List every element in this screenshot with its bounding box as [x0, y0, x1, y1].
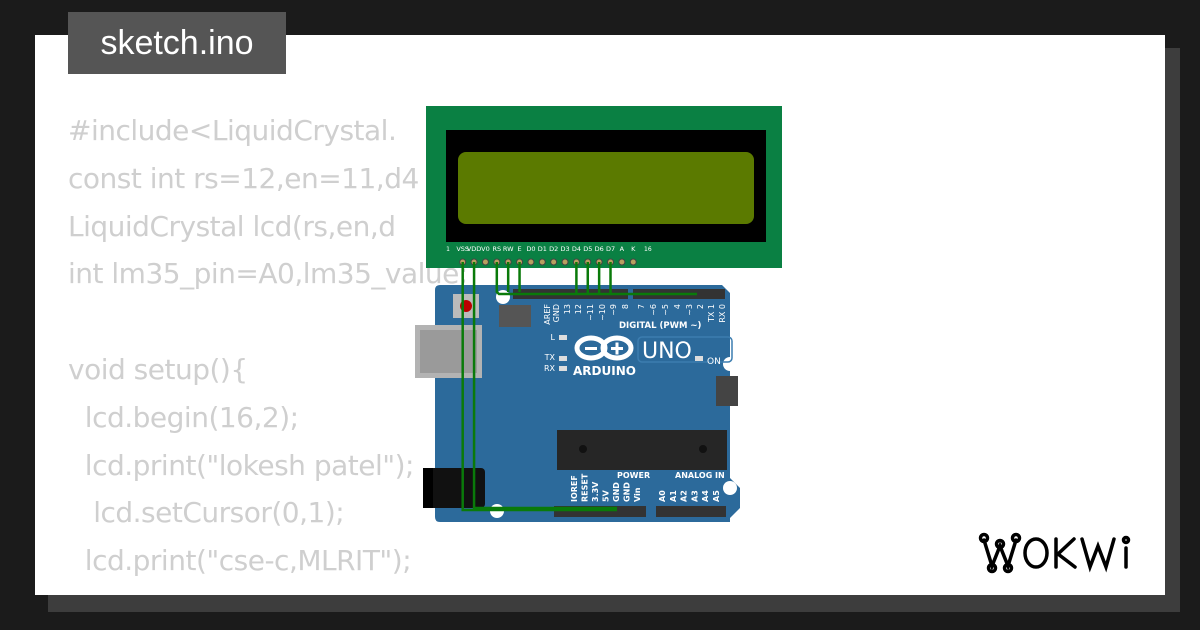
- sketch-filename: sketch.ino: [68, 12, 286, 74]
- analog-pin-label: A5: [712, 490, 721, 502]
- digital-pin-label: 13: [563, 304, 572, 314]
- wire[interactable]: [472, 262, 617, 510]
- code-preview: #include<LiquidCrystal. const int rs=12,e…: [68, 107, 468, 595]
- analog-pin-label: A0: [658, 490, 667, 502]
- code-line: lcd.print("lokesh patel");: [68, 448, 415, 482]
- digital-pin-label: 2: [696, 304, 705, 309]
- lcd-pin[interactable]: [527, 258, 535, 266]
- digital-pin-label: ~3: [685, 304, 694, 316]
- digital-pin-label: ~9: [609, 304, 618, 316]
- lcd-pin-label: VSS: [456, 245, 469, 253]
- code-line: int lm35_pin=A0,lm35_value;: [68, 257, 468, 291]
- digital-pin-label: 4: [673, 304, 682, 309]
- right-header: [716, 376, 738, 406]
- wokwi-logo: [978, 532, 1131, 574]
- icsp-header: [499, 305, 531, 327]
- lcd-pin[interactable]: [538, 258, 546, 266]
- digital-pin-label: AREF: [543, 304, 552, 325]
- digital-title: DIGITAL (PWM ~): [619, 321, 701, 331]
- code-line: lcd.setCursor(0,1);: [68, 496, 345, 530]
- power-jack: [423, 468, 485, 508]
- lcd-pin-label: V0: [481, 245, 490, 253]
- lcd-pin-label: D0: [526, 245, 535, 253]
- digital-pin-label: ~11: [586, 304, 595, 321]
- digital-pin-label: TX 1: [707, 304, 716, 323]
- lcd-pin-last: 16: [644, 246, 652, 253]
- lcd-pin-label: D7: [606, 245, 615, 253]
- lcd-pin-label: D1: [538, 245, 547, 253]
- digital-pin-label: 8: [621, 304, 630, 309]
- lcd-pin-label: RS: [492, 245, 501, 253]
- digital-pin-label: ~6: [649, 304, 658, 316]
- on-label: ON: [707, 357, 721, 367]
- analog-pin-label: A1: [669, 490, 678, 502]
- lcd-pin-label: E: [517, 245, 521, 253]
- lcd-pin-label: D3: [560, 245, 569, 253]
- code-line: lcd.begin(16,2);: [68, 400, 299, 434]
- lcd-pin[interactable]: [629, 258, 637, 266]
- analog-header: [656, 506, 726, 517]
- led-label: RX: [544, 364, 556, 373]
- wires: [461, 262, 697, 512]
- power-pin-label: GND: [623, 482, 632, 502]
- lcd-pin[interactable]: [550, 258, 558, 266]
- code-line: const int rs=12,en=11,d4: [68, 161, 419, 195]
- lcd-pin[interactable]: [481, 258, 489, 266]
- board-model: UNO: [642, 339, 692, 364]
- lcd-pin-label: D4: [572, 245, 581, 253]
- wire[interactable]: [495, 262, 697, 296]
- led-label: L: [551, 333, 556, 342]
- digital-pin-label: ~5: [661, 304, 670, 316]
- power-header: [554, 506, 646, 517]
- code-line: }: [68, 585, 86, 595]
- lcd-pin[interactable]: [618, 258, 626, 266]
- lcd-pin-label: RW: [503, 245, 514, 253]
- lcd-pin-label: K: [631, 245, 636, 253]
- digital-pin-label: GND: [552, 304, 561, 322]
- code-line: #include<LiquidCrystal.: [68, 114, 397, 147]
- code-line: lcd.print("cse-c,MLRIT");: [68, 544, 412, 578]
- analog-title: ANALOG IN: [675, 471, 725, 480]
- power-pin-label: 5V: [602, 489, 611, 502]
- digital-pin-label: RX 0: [718, 304, 727, 323]
- power-pin-label: GND: [612, 482, 621, 502]
- lcd-pin-label: D2: [549, 245, 558, 253]
- power-title: POWER: [617, 471, 650, 480]
- power-pin-label: 3.3V: [591, 481, 600, 502]
- lcd-pin-label: A: [620, 245, 625, 253]
- analog-pin-label: A2: [680, 490, 689, 502]
- digital-pin-label: 7: [637, 304, 646, 309]
- power-pin-label: IOREF: [570, 475, 579, 502]
- code-line: void setup(){: [68, 352, 248, 386]
- lcd-screen: [458, 152, 754, 224]
- led-label: TX: [544, 353, 556, 362]
- power-pin-label: Vin: [633, 487, 642, 502]
- code-line: LiquidCrystal lcd(rs,en,d: [68, 209, 396, 243]
- board-brand: ARDUINO: [573, 364, 636, 378]
- analog-pin-label: A4: [701, 490, 710, 502]
- lcd-pin-label: D5: [583, 245, 592, 253]
- digital-pin-label: ~10: [598, 304, 607, 321]
- lcd-pin[interactable]: [561, 258, 569, 266]
- lcd-pin-label: D6: [595, 245, 604, 253]
- digital-pin-label: 12: [574, 304, 583, 314]
- power-pin-label: RESET: [581, 473, 590, 502]
- arduino-uno[interactable]: UNO ARDUINO DIGITAL (PWM ~) ON POWER ANA…: [415, 285, 740, 522]
- wire[interactable]: [461, 262, 617, 512]
- analog-pin-label: A3: [690, 490, 699, 502]
- lcd-pin-first: 1: [446, 246, 450, 253]
- lcd-pin-label: VDD: [467, 245, 481, 253]
- arduino-logo: [574, 335, 634, 361]
